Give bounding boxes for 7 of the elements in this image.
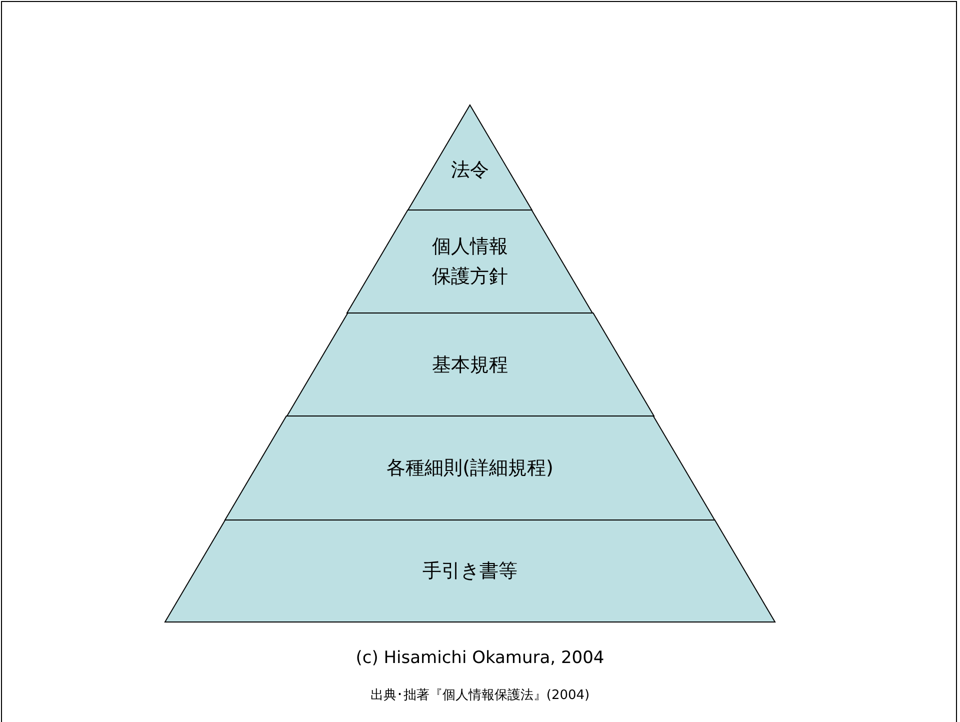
layer-label: 各種細則(詳細規程): [386, 456, 554, 481]
layer-label: 個人情報保護方針: [430, 234, 509, 290]
layer-label: 基本規程: [432, 352, 508, 378]
layer-label: 法令: [450, 158, 489, 183]
source-note: 出典･拙著『個人情報保護法』(2004): [370, 687, 590, 704]
layer-label: 手引き書等: [422, 558, 518, 584]
copyright-note: (c) Hisamichi Okamura, 2004: [356, 648, 604, 668]
